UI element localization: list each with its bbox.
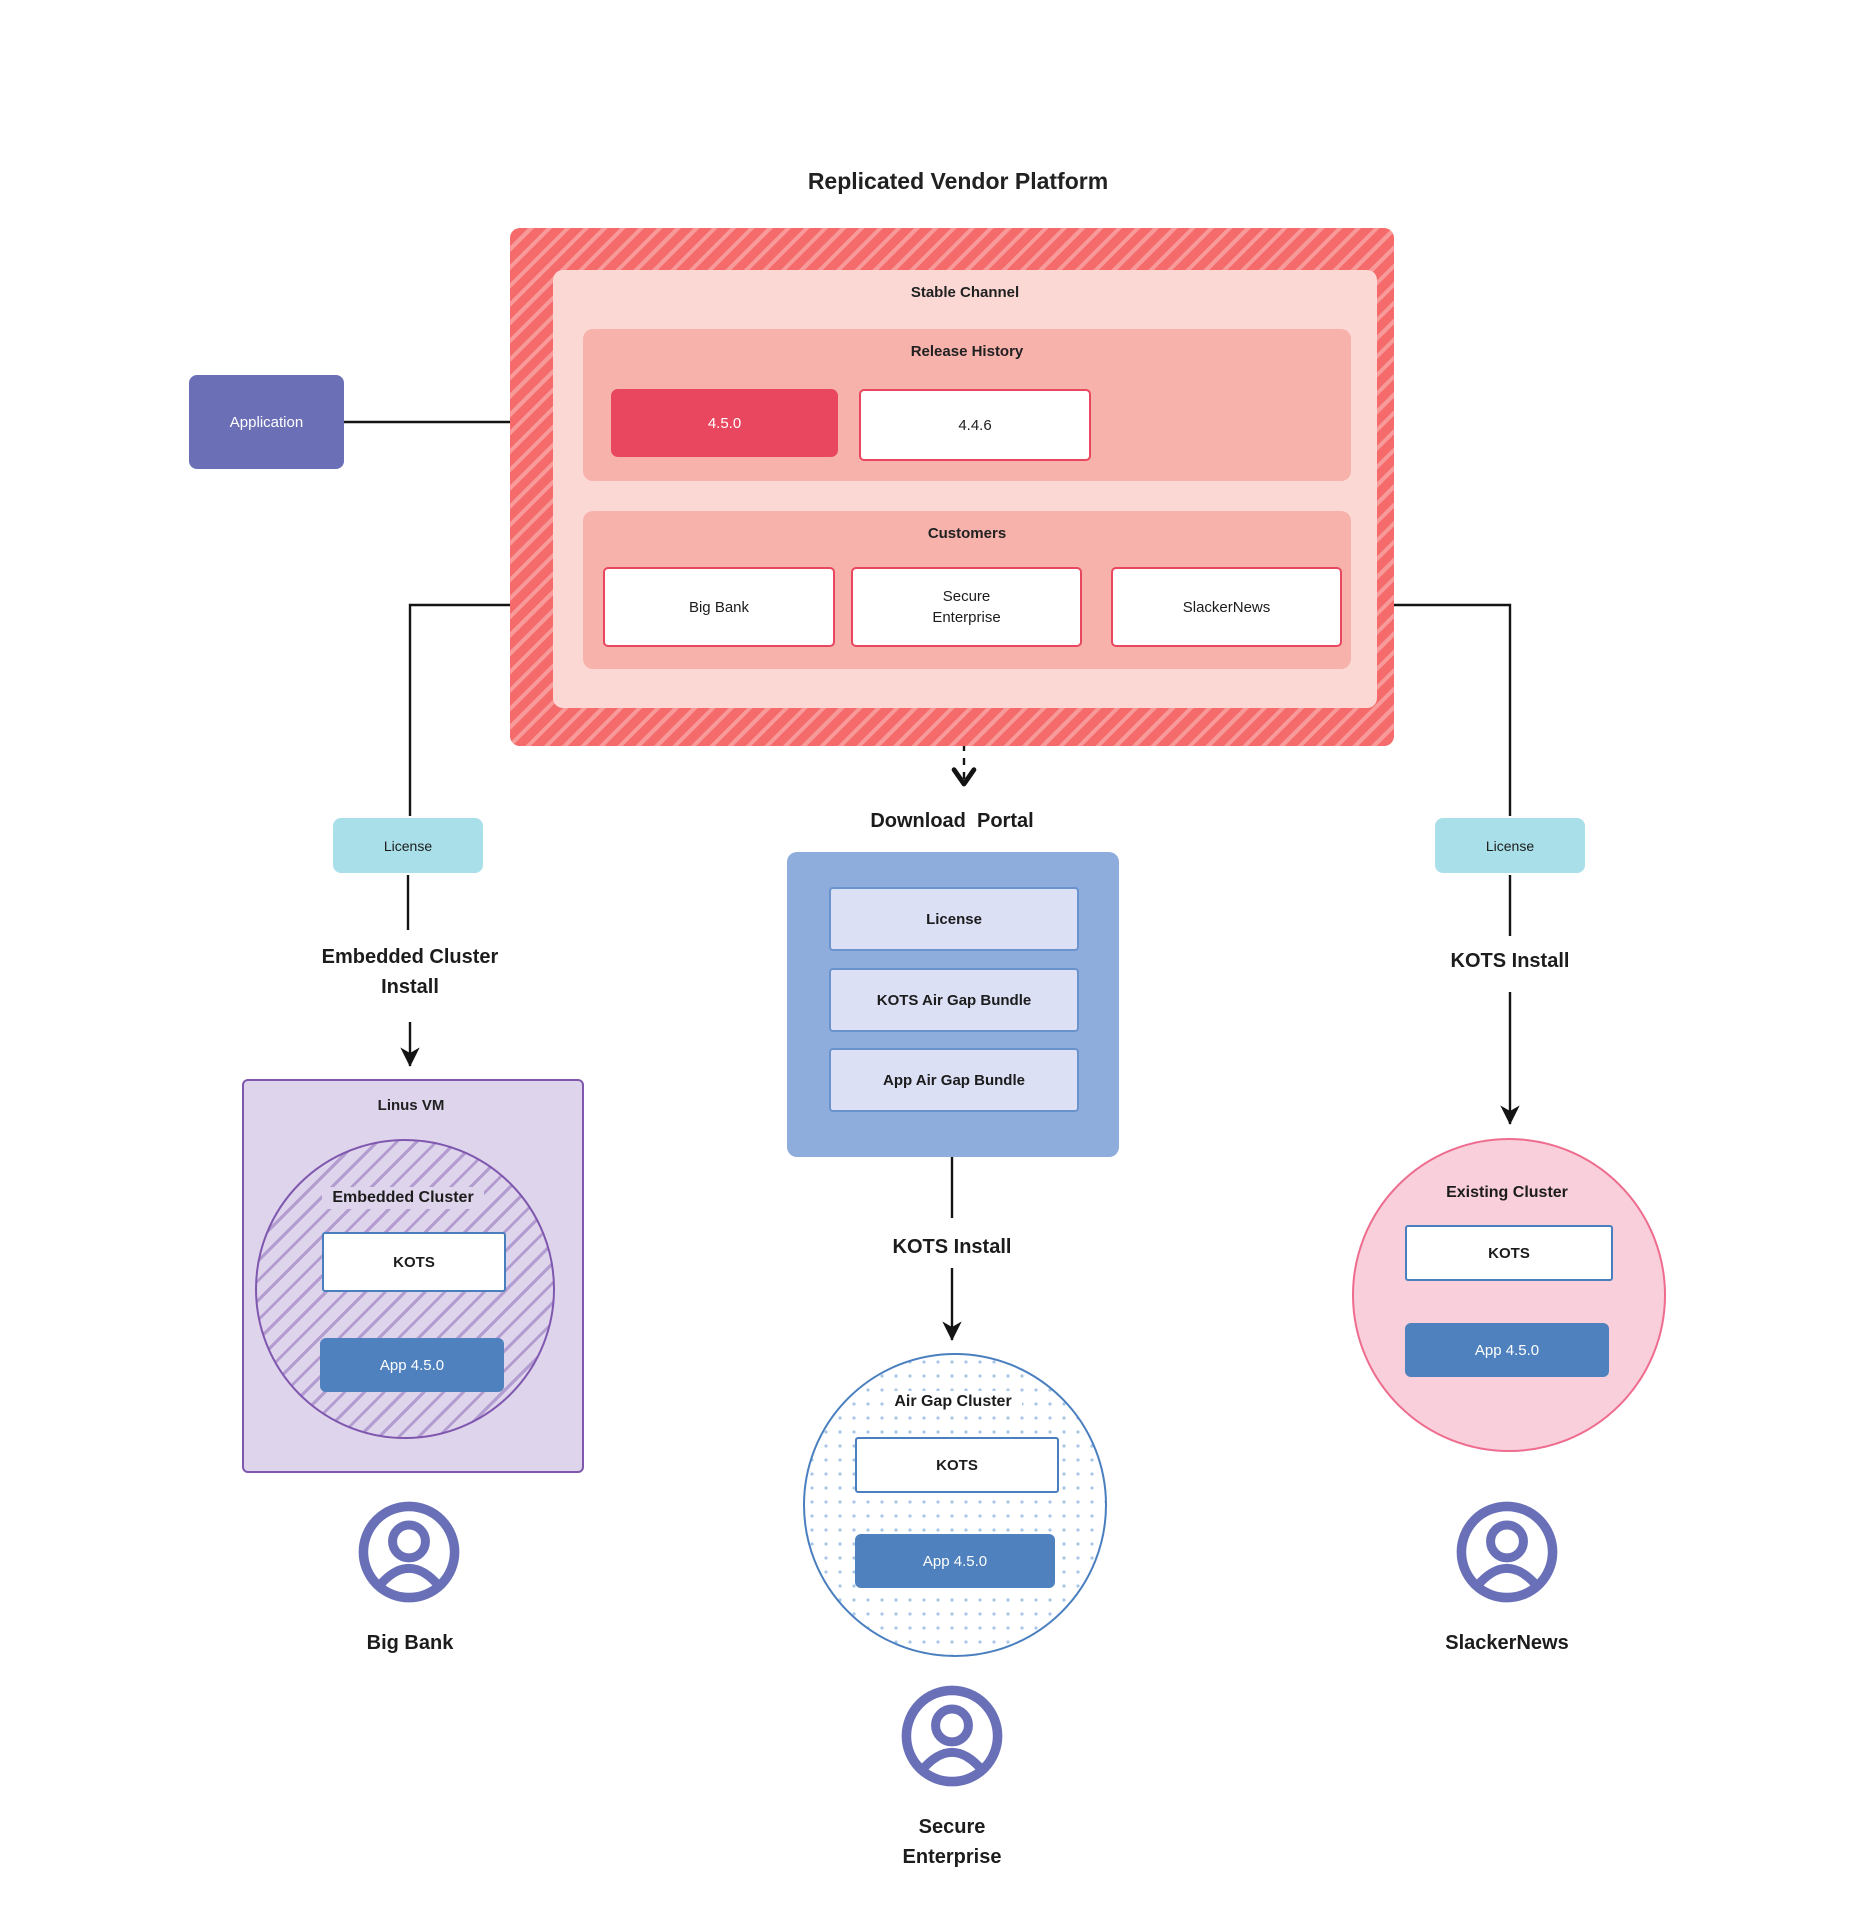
release-chip-previous: 4.4.6 — [859, 389, 1091, 461]
kots-box-center: KOTS — [855, 1437, 1059, 1493]
portal-item-kots-airgap-bundle: KOTS Air Gap Bundle — [829, 968, 1079, 1032]
persona-secure-enterprise-line1: Secure — [918, 1816, 986, 1838]
customer-big-bank: Big Bank — [603, 567, 835, 647]
release-chip-current: 4.5.0 — [611, 389, 838, 457]
existing-cluster-circle — [1352, 1138, 1666, 1452]
edge-slackernews-to-license — [1338, 603, 1512, 816]
persona-big-bank: Big Bank — [366, 1632, 454, 1654]
persona-slackernews: SlackerNews — [1445, 1632, 1569, 1654]
license-box-left: License — [333, 818, 483, 873]
user-icon — [901, 1685, 1003, 1787]
persona-secure-enterprise: Secure Enterprise — [802, 1812, 1102, 1872]
page-title: Replicated Vendor Platform — [807, 168, 1109, 194]
kots-box-left: KOTS — [322, 1232, 506, 1292]
embedded-cluster-install-label: Embedded Cluster Install — [260, 942, 560, 1002]
portal-item-app-airgap-bundle: App Air Gap Bundle — [829, 1048, 1079, 1112]
customer-slackernews: SlackerNews — [1111, 567, 1342, 647]
user-icon — [358, 1501, 460, 1603]
stable-channel-label: Stable Channel — [910, 284, 1020, 301]
application-box: Application — [189, 375, 344, 469]
kots-box-right: KOTS — [1405, 1225, 1613, 1281]
embedded-cluster-install-line2: Install — [381, 976, 439, 998]
embedded-cluster-label-text: Embedded Cluster — [322, 1187, 484, 1209]
kots-install-label-right: KOTS Install — [1450, 950, 1570, 972]
persona-secure-enterprise-line2: Enterprise — [902, 1846, 1002, 1868]
user-icon — [1456, 1501, 1558, 1603]
customers-label: Customers — [927, 525, 1007, 542]
embedded-cluster-install-line1: Embedded Cluster — [321, 946, 499, 968]
air-gap-cluster-label: Air Gap Cluster — [843, 1388, 1063, 1416]
download-portal-title: Download Portal — [870, 810, 1034, 832]
portal-item-license: License — [829, 887, 1079, 951]
existing-cluster-label: Existing Cluster — [1446, 1184, 1568, 1201]
app-box-center: App 4.5.0 — [855, 1534, 1055, 1588]
customer-secure-enterprise-label: Secure Enterprise — [932, 588, 1001, 626]
release-history-label: Release History — [910, 343, 1024, 360]
customer-secure-enterprise: Secure Enterprise — [851, 567, 1082, 647]
embedded-cluster-label: Embedded Cluster — [293, 1184, 513, 1212]
app-box-left: App 4.5.0 — [320, 1338, 504, 1392]
app-box-right: App 4.5.0 — [1405, 1323, 1609, 1377]
kots-install-label-center: KOTS Install — [892, 1236, 1012, 1258]
license-box-right: License — [1435, 818, 1585, 873]
linus-vm-label: Linus VM — [377, 1097, 445, 1114]
air-gap-cluster-label-text: Air Gap Cluster — [884, 1391, 1022, 1413]
